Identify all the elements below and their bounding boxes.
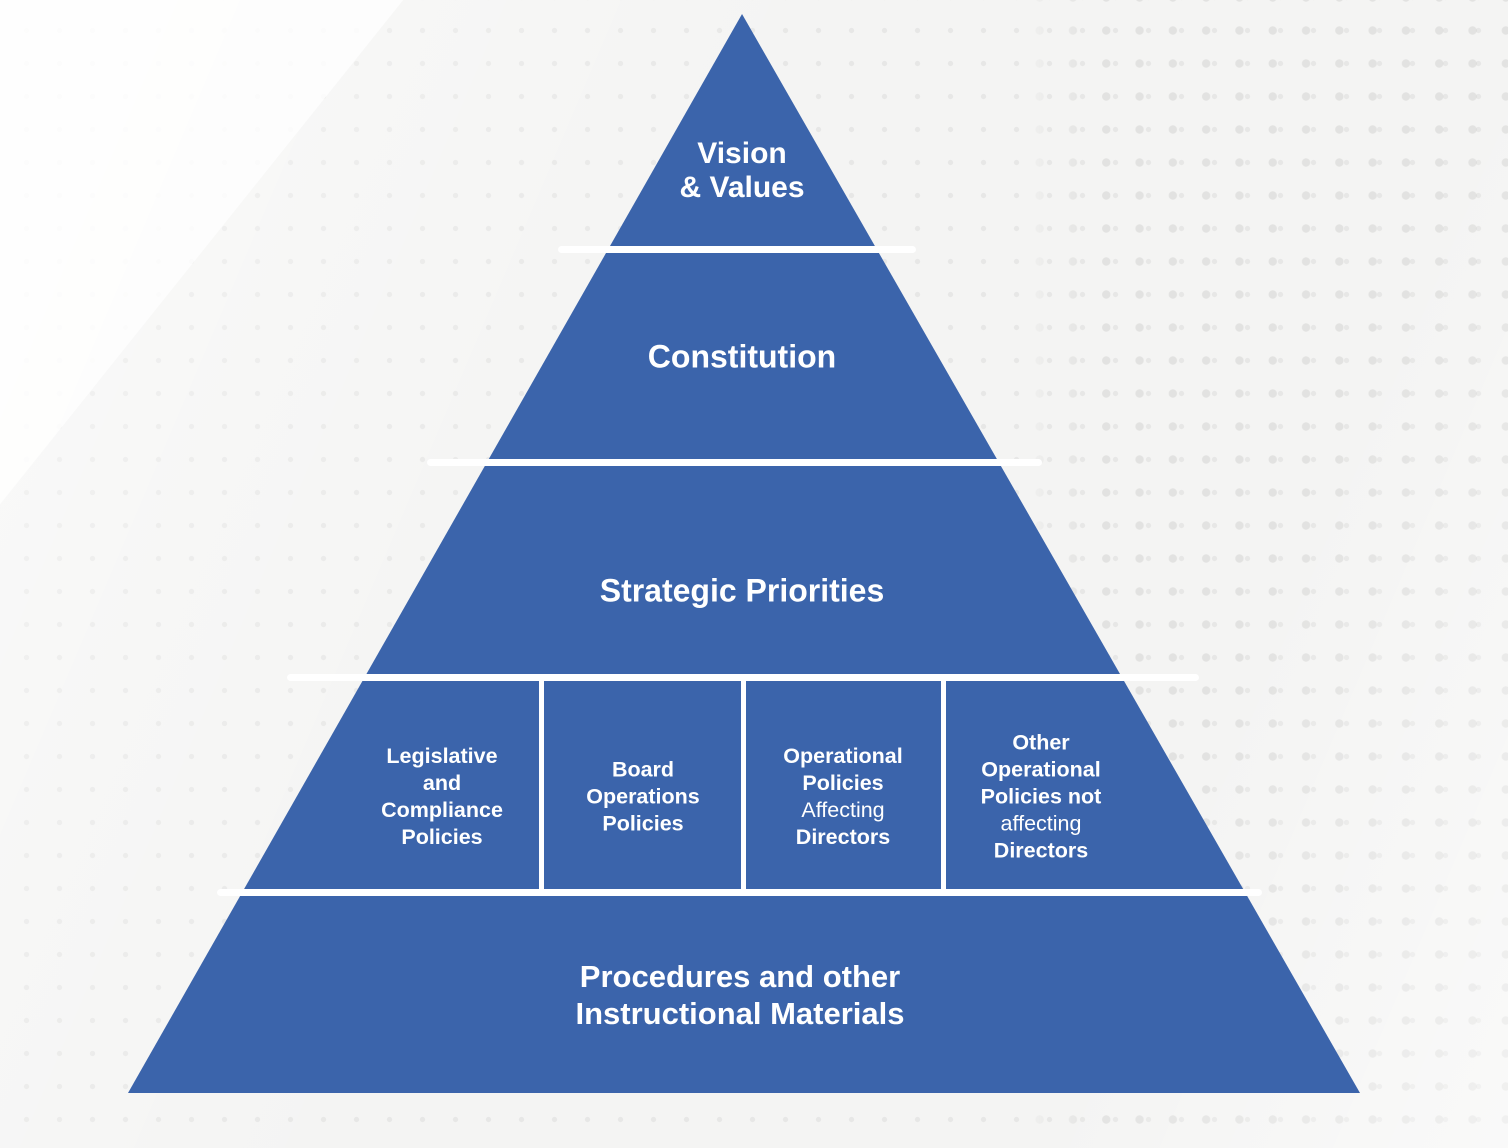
tier-divider-1 <box>558 246 916 253</box>
cell3-line1: Operational <box>783 744 903 768</box>
tier-constitution-label: Constitution <box>647 338 837 375</box>
cell1-line3: Compliance <box>381 798 503 822</box>
cell4-line3: Policies not <box>980 784 1102 809</box>
cell4-line1: Other <box>1012 730 1070 755</box>
cell1-line1: Legislative <box>386 744 498 768</box>
vision-line: Vision <box>697 137 787 170</box>
cell1-line4: Policies <box>401 825 483 849</box>
cell-board-operations-label: Board Operations Policies <box>586 757 700 838</box>
cell2-line2: Operations <box>586 784 700 809</box>
tier-vision-values-label: Vision & Values <box>679 137 804 205</box>
cell4-line5: Directors <box>993 838 1089 863</box>
cell-divider-3 <box>941 678 946 892</box>
cell2-line1: Board <box>611 757 675 782</box>
procedures-line1: Procedures and other <box>579 959 901 994</box>
tier-strategic-priorities-label: Strategic Priorities <box>599 572 885 609</box>
cell2-line3: Policies <box>602 811 684 836</box>
tier-divider-2 <box>427 459 1042 466</box>
cell-other-operational-label: Other Operational Policies not affecting… <box>981 730 1102 865</box>
cell-operational-affecting-label: Operational Policies Affecting Directors <box>783 743 902 851</box>
tier-divider-3 <box>287 674 1199 681</box>
cell3-line2: Policies <box>802 771 884 795</box>
values-line: & Values <box>679 171 805 204</box>
cell3-line4: Directors <box>795 825 891 849</box>
cell-legislative-compliance-label: Legislative and Compliance Policies <box>381 743 503 851</box>
tier-procedures-label: Procedures and other Instructional Mater… <box>575 958 904 1032</box>
cell4-line4: affecting <box>1000 811 1082 836</box>
cell-divider-1 <box>539 678 544 892</box>
cell-divider-2 <box>741 678 746 892</box>
cell3-line3: Affecting <box>801 798 885 822</box>
cell1-line2: and <box>422 771 462 795</box>
cell4-line2: Operational <box>981 757 1101 782</box>
procedures-line2: Instructional Materials <box>575 996 905 1031</box>
tier-divider-4 <box>217 889 1262 896</box>
